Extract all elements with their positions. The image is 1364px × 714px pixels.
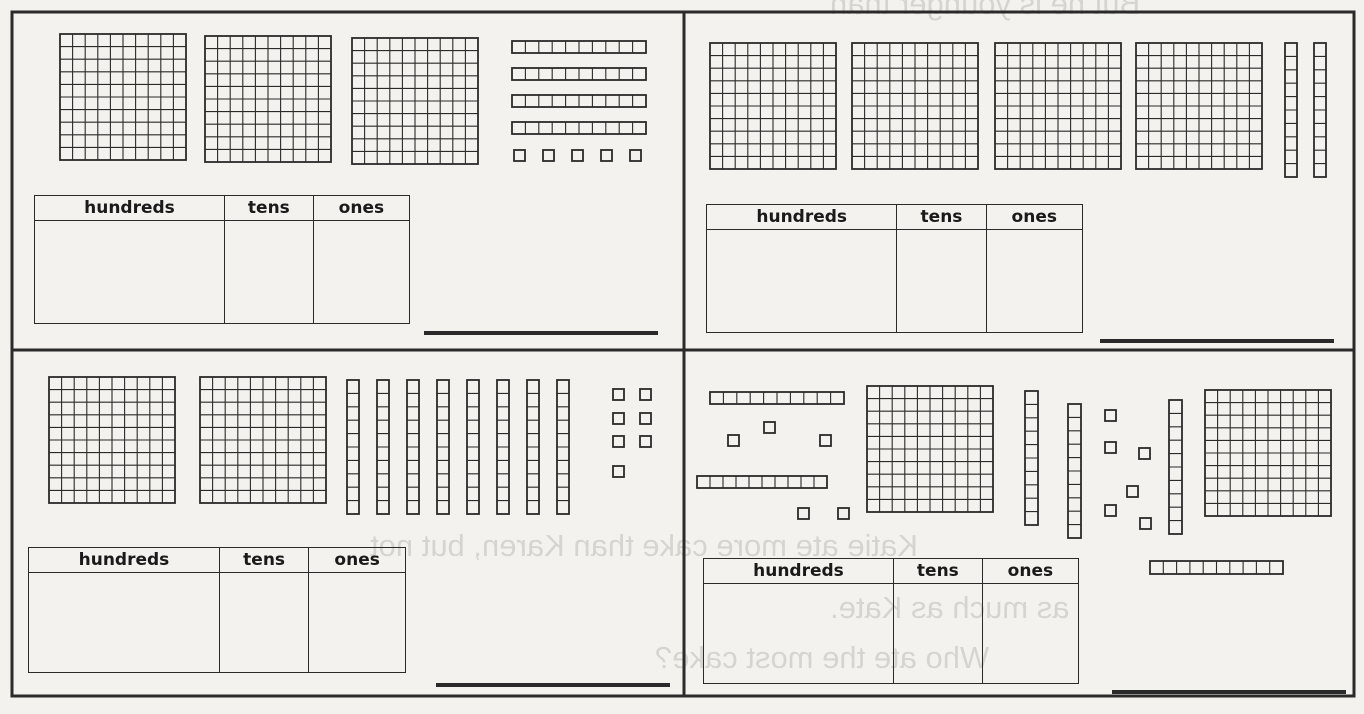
chart-cell-hundreds[interactable] <box>35 221 225 324</box>
chart-cell-ones[interactable] <box>982 584 1078 684</box>
chart-header-tens: tens <box>224 196 313 221</box>
tens-rod <box>710 392 844 404</box>
tens-rod <box>557 380 569 514</box>
ones-cube <box>630 150 641 161</box>
ones-cube <box>640 413 651 424</box>
answer-line[interactable] <box>424 331 658 335</box>
tens-rod <box>437 380 449 514</box>
chart-cell-tens[interactable] <box>893 584 982 684</box>
place-value-chart: hundreds tens ones <box>34 195 410 324</box>
hundreds-flat <box>1205 390 1331 516</box>
tens-rod <box>512 95 646 107</box>
ones-cube <box>1105 505 1116 516</box>
hundreds-flat <box>60 34 186 160</box>
hundreds-flat <box>710 43 836 169</box>
tens-rod <box>697 476 827 488</box>
ones-cube <box>1105 442 1116 453</box>
hundreds-flat <box>852 43 978 169</box>
chart-header-tens: tens <box>897 205 986 230</box>
ones-cube <box>640 389 651 400</box>
tens-rod <box>512 41 646 53</box>
chart-cell-tens[interactable] <box>897 230 986 333</box>
chart-cell-tens[interactable] <box>224 221 313 324</box>
ones-cube <box>514 150 525 161</box>
ones-cube <box>838 508 849 519</box>
ones-cube <box>728 435 739 446</box>
ones-cube <box>1140 518 1151 529</box>
chart-header-ones: ones <box>982 559 1078 584</box>
place-value-chart: hundreds tens ones <box>28 547 406 673</box>
ones-cube <box>820 435 831 446</box>
tens-rod <box>1169 400 1182 534</box>
chart-cell-hundreds[interactable] <box>29 573 220 673</box>
tens-rod <box>407 380 419 514</box>
chart-cell-tens[interactable] <box>219 573 308 673</box>
chart-header-ones: ones <box>309 548 406 573</box>
chart-header-tens: tens <box>893 559 982 584</box>
tens-rod <box>347 380 359 514</box>
tens-rod <box>512 122 646 134</box>
chart-header-hundreds: hundreds <box>35 196 225 221</box>
tens-rod <box>1025 391 1038 525</box>
ones-cube <box>613 413 624 424</box>
ones-cube <box>613 436 624 447</box>
ones-cube <box>613 466 624 477</box>
chart-cell-ones[interactable] <box>313 221 409 324</box>
hundreds-flat <box>205 36 331 162</box>
hundreds-flat <box>1136 43 1262 169</box>
chart-header-ones: ones <box>313 196 409 221</box>
tens-rod <box>497 380 509 514</box>
chart-header-hundreds: hundreds <box>707 205 897 230</box>
ones-cube <box>1127 486 1138 497</box>
place-value-chart: hundreds tens ones <box>706 204 1083 333</box>
ones-cube <box>601 150 612 161</box>
hundreds-flat <box>200 377 326 503</box>
chart-cell-ones[interactable] <box>986 230 1082 333</box>
hundreds-flat <box>867 386 993 512</box>
answer-line[interactable] <box>1112 690 1346 694</box>
ones-cube <box>543 150 554 161</box>
ones-cube <box>764 422 775 433</box>
ones-cube <box>798 508 809 519</box>
chart-header-hundreds: hundreds <box>704 559 894 584</box>
hundreds-flat <box>49 377 175 503</box>
chart-header-hundreds: hundreds <box>29 548 220 573</box>
place-value-chart: hundreds tens ones <box>703 558 1079 684</box>
chart-header-ones: ones <box>986 205 1082 230</box>
tens-rod <box>1150 561 1283 574</box>
ones-cube <box>572 150 583 161</box>
chart-cell-hundreds[interactable] <box>707 230 897 333</box>
ones-cube <box>1139 448 1150 459</box>
tens-rod <box>377 380 389 514</box>
chart-cell-ones[interactable] <box>309 573 406 673</box>
ones-cube <box>613 389 624 400</box>
chart-header-tens: tens <box>219 548 308 573</box>
hundreds-flat <box>352 38 478 164</box>
chart-cell-hundreds[interactable] <box>704 584 894 684</box>
ones-cube <box>640 436 651 447</box>
ones-cube <box>1105 410 1116 421</box>
tens-rod <box>1285 43 1297 177</box>
hundreds-flat <box>995 43 1121 169</box>
tens-rod <box>467 380 479 514</box>
tens-rod <box>1314 43 1326 177</box>
answer-line[interactable] <box>436 683 670 687</box>
tens-rod <box>512 68 646 80</box>
tens-rod <box>1068 404 1081 538</box>
answer-line[interactable] <box>1100 339 1334 343</box>
tens-rod <box>527 380 539 514</box>
